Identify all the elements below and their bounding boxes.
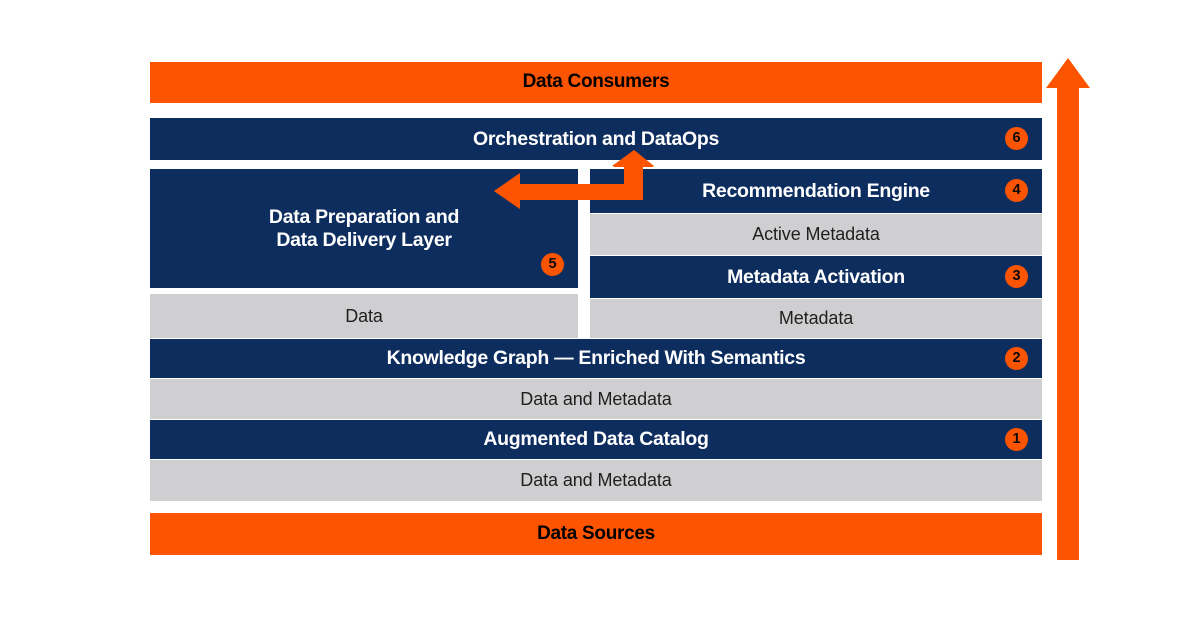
metadata-activation-label: Metadata Activation	[727, 265, 905, 288]
active-metadata-band: Active Metadata	[590, 214, 1042, 255]
badge-1: 1	[1005, 428, 1028, 451]
knowledge-graph-bar: Knowledge Graph — Enriched With Semantic…	[150, 339, 1042, 378]
upward-flow-arrow	[1046, 58, 1090, 560]
data-consumers-label: Data Consumers	[522, 71, 670, 93]
right-metadata-label: Metadata	[778, 308, 854, 328]
catalog-sub-label: Data and Metadata	[520, 470, 672, 490]
data-preparation-delivery-block: Data Preparation and Data Delivery Layer…	[150, 169, 578, 288]
right-metadata-band: Metadata	[590, 299, 1042, 338]
data-sources-bar: Data Sources	[150, 513, 1042, 555]
metadata-activation-bar: Metadata Activation 3	[590, 256, 1042, 298]
badge-3: 3	[1005, 265, 1028, 288]
left-data-label: Data	[345, 305, 383, 326]
data-preparation-delivery-label: Data Preparation and Data Delivery Layer	[268, 205, 460, 251]
knowledge-graph-sub-band: Data and Metadata	[150, 379, 1042, 419]
augmented-data-catalog-label: Augmented Data Catalog	[483, 428, 709, 450]
recommendation-engine-bar: Recommendation Engine 4	[590, 169, 1042, 213]
left-data-band: Data	[150, 294, 578, 338]
data-consumers-bar: Data Consumers	[150, 62, 1042, 103]
active-metadata-label: Active Metadata	[752, 224, 880, 244]
orchestration-dataops-bar: Orchestration and DataOps 6	[150, 118, 1042, 160]
badge-4: 4	[1005, 179, 1028, 202]
knowledge-graph-sub-label: Data and Metadata	[520, 388, 672, 409]
orchestration-dataops-label: Orchestration and DataOps	[472, 127, 720, 150]
badge-2: 2	[1005, 347, 1028, 370]
badge-5: 5	[541, 253, 564, 276]
augmented-data-catalog-bar: Augmented Data Catalog 1	[150, 420, 1042, 459]
data-sources-label: Data Sources	[537, 522, 655, 544]
knowledge-graph-label: Knowledge Graph — Enriched With Semantic…	[386, 347, 806, 369]
catalog-sub-band: Data and Metadata	[150, 460, 1042, 501]
badge-6: 6	[1005, 127, 1028, 150]
recommendation-engine-label: Recommendation Engine	[702, 179, 930, 202]
column-divider	[578, 169, 590, 338]
